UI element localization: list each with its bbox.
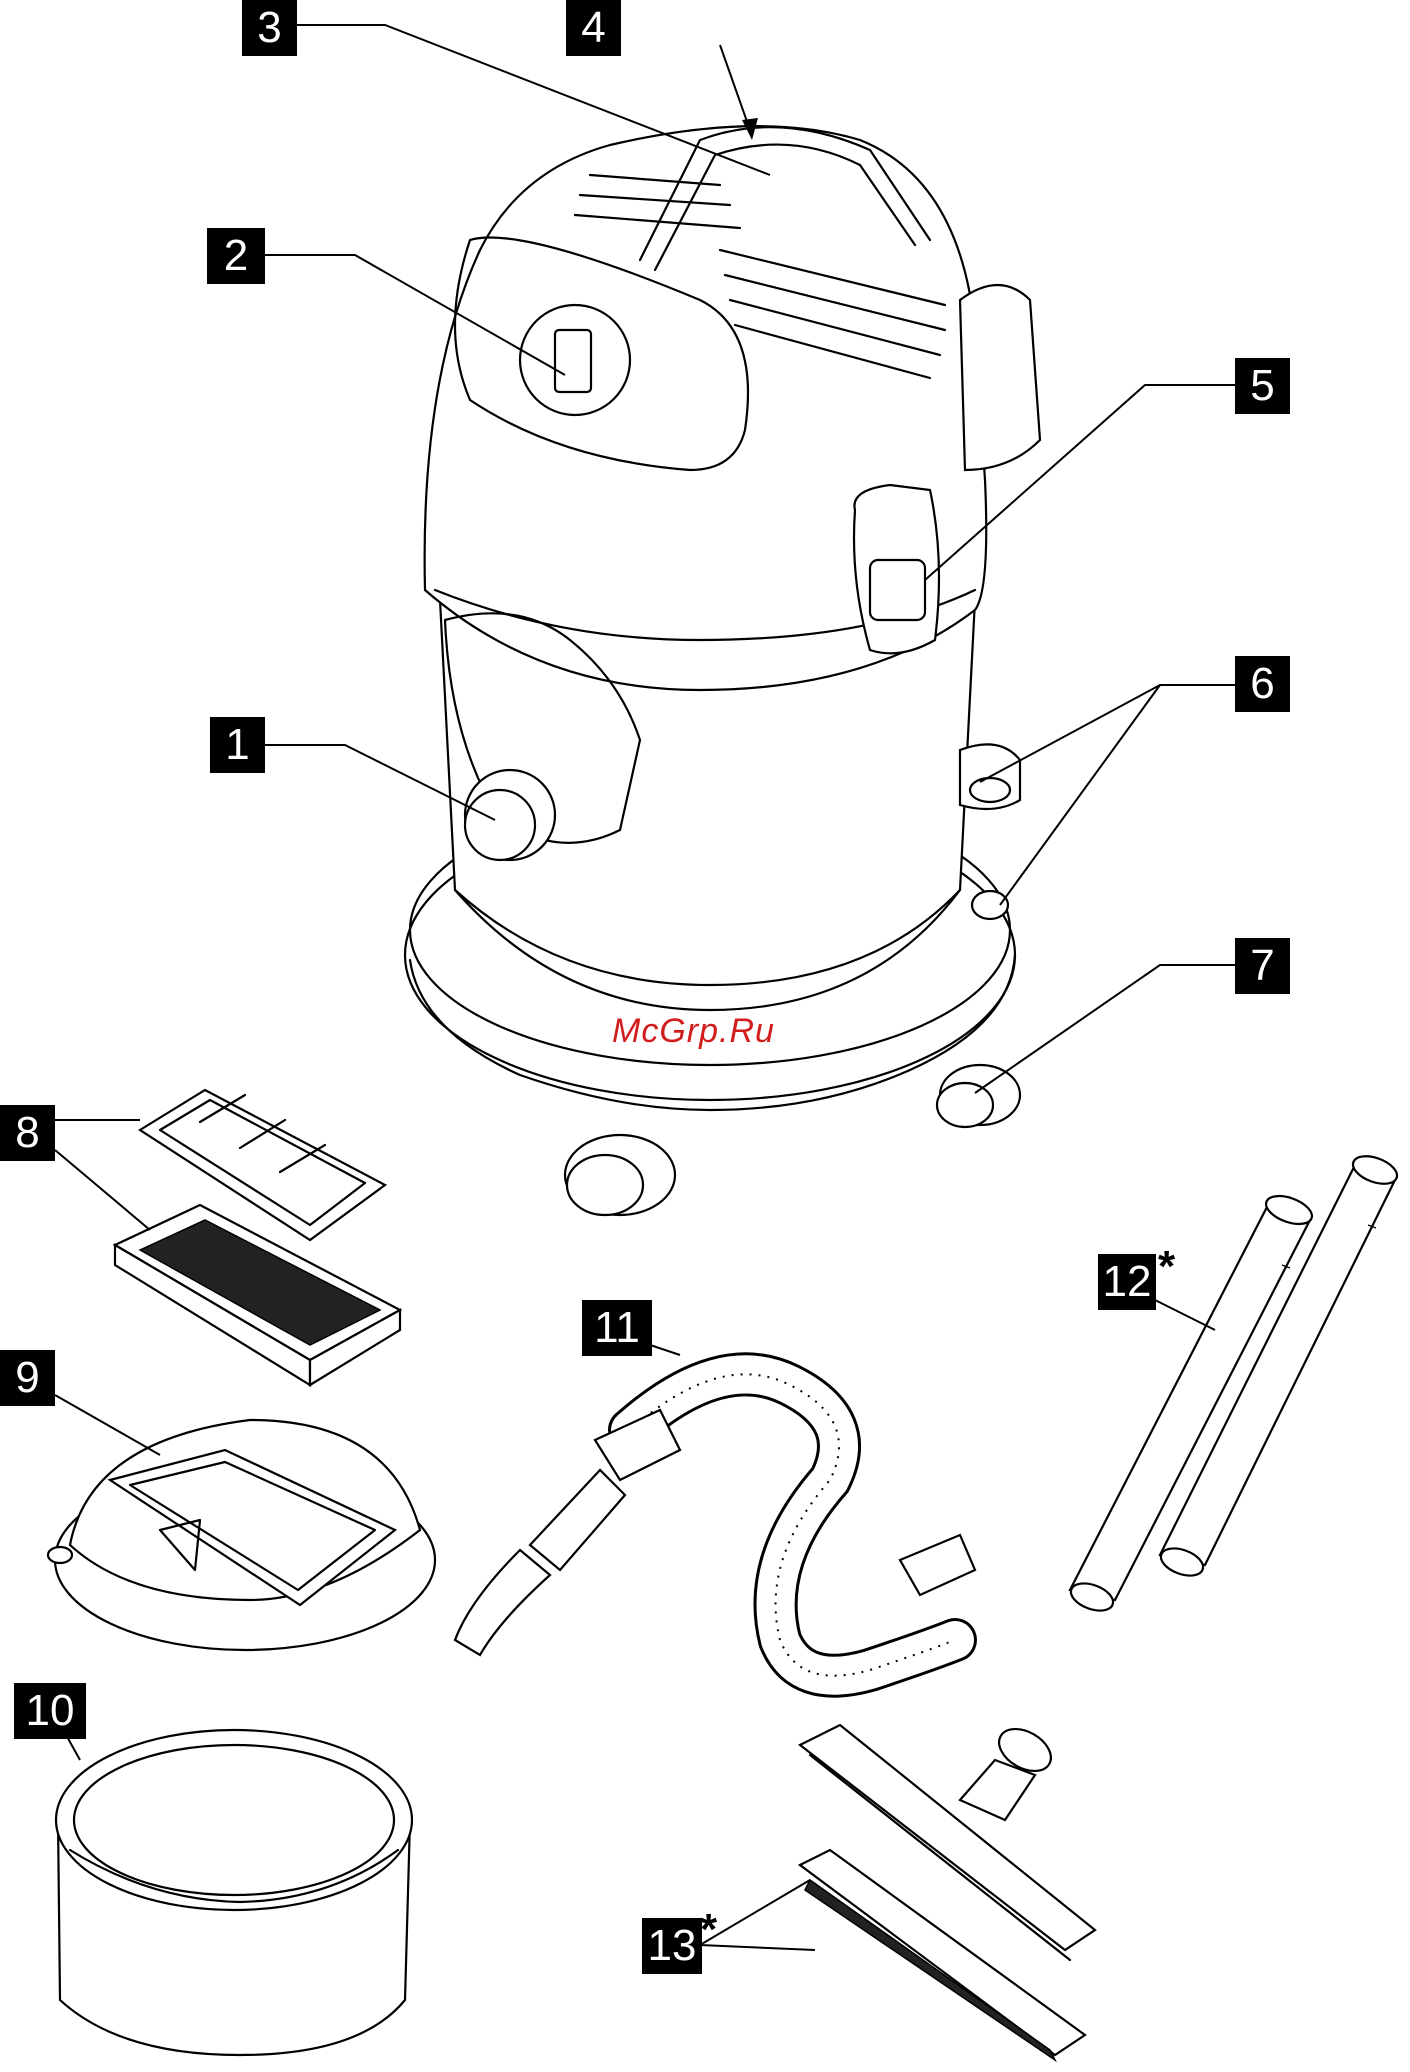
- callout-2: 2: [207, 228, 265, 284]
- callout-5: 5: [1235, 358, 1290, 414]
- callout-4: 4: [566, 0, 621, 56]
- callout-7: 7: [1235, 938, 1290, 994]
- callout-13: 13: [642, 1918, 702, 1974]
- suction-tubes-illustration: [1067, 1151, 1400, 1616]
- callout-12-asterisk: *: [1158, 1245, 1175, 1289]
- vacuum-cleaner-illustration: [405, 126, 1040, 1215]
- filter-parts-illustration: [115, 1090, 400, 1385]
- callout-11: 11: [582, 1300, 652, 1356]
- watermark-text: McGrp.Ru: [612, 1012, 775, 1051]
- callout-8: 8: [0, 1105, 55, 1161]
- callout-9: 9: [0, 1350, 55, 1406]
- floor-nozzle-illustration: [800, 1720, 1095, 2060]
- filter-holder-illustration: [48, 1420, 435, 1650]
- callout-1: 1: [210, 717, 265, 773]
- container-insert-illustration: [56, 1730, 412, 2055]
- callout-10: 10: [14, 1683, 86, 1739]
- callout-6: 6: [1235, 656, 1290, 712]
- callout-3: 3: [242, 0, 297, 56]
- suction-hose-illustration: [455, 1374, 975, 1675]
- callout-12: 12: [1098, 1254, 1156, 1310]
- callout-13-asterisk: *: [700, 1908, 717, 1952]
